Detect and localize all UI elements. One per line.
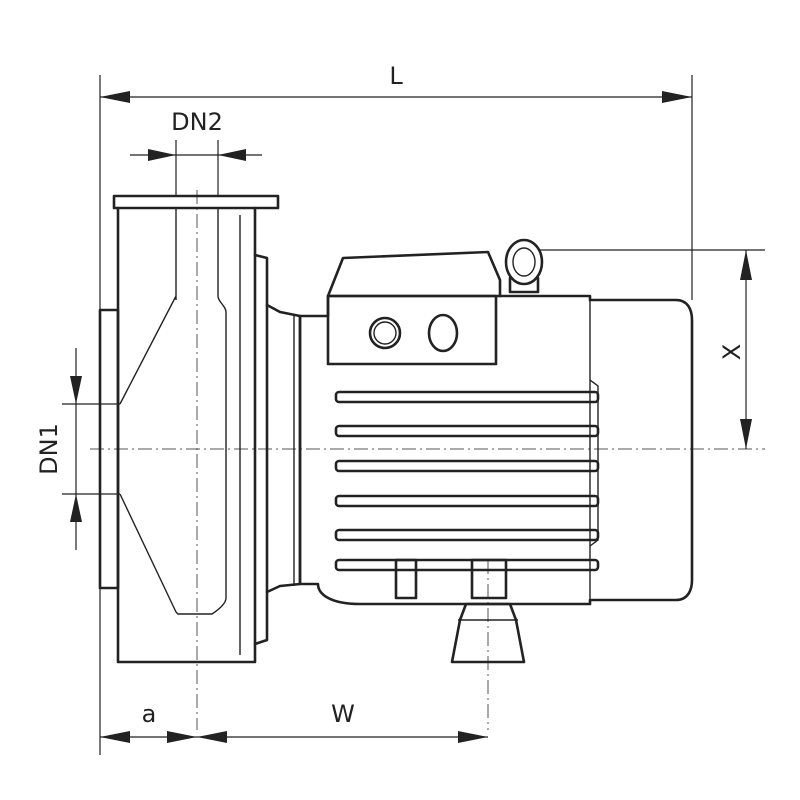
volute-body — [116, 206, 257, 664]
dim-label-length: L — [389, 62, 403, 90]
arrow-w-left-icon — [197, 731, 227, 743]
cooling-fin — [334, 390, 600, 404]
terminal-box-base — [326, 294, 498, 366]
dim-label-a: a — [142, 700, 157, 728]
dim-label-dn1: DN1 — [35, 423, 63, 475]
cooling-fin — [334, 494, 600, 508]
motor — [298, 238, 694, 664]
dim-label-dn2: DN2 — [171, 108, 223, 136]
motor-body — [298, 294, 694, 606]
arrow-x-top-icon — [740, 250, 752, 280]
cooling-fin — [334, 424, 600, 438]
arrow-dn2-right-icon — [218, 149, 246, 161]
cooling-fins — [334, 390, 600, 572]
adapter-flange — [253, 253, 269, 646]
arrow-x-bottom-icon — [740, 419, 752, 449]
cooling-fin — [334, 558, 600, 572]
arrow-dn1-top-icon — [70, 376, 82, 404]
dim-label-x: X — [718, 344, 746, 360]
arrow-left-icon — [100, 91, 130, 103]
cable-gland-knurl-ring-icon — [373, 321, 397, 345]
dimensions: L DN2 DN1 X a W — [35, 62, 765, 755]
lifting-eye-icon — [504, 238, 544, 294]
pump-casing — [98, 194, 302, 664]
outlet-flange — [112, 194, 280, 210]
foot-block-right — [470, 558, 508, 600]
cable-gland-icon — [427, 313, 459, 353]
dim-label-w: W — [331, 700, 355, 728]
foot-block-left — [394, 558, 418, 600]
arrow-right-icon — [662, 91, 692, 103]
arrow-a-left-icon — [100, 731, 130, 743]
cooling-fin — [334, 528, 600, 542]
impeller-cavity — [119, 295, 227, 615]
arrow-dn2-left-icon — [148, 149, 176, 161]
cooling-fin — [334, 459, 600, 473]
cable-gland-knurled-icon — [368, 316, 402, 350]
arrow-a-right-icon — [167, 731, 197, 743]
terminal-box — [326, 250, 502, 298]
arrow-dn1-bottom-icon — [70, 494, 82, 522]
arrow-w-right-icon — [458, 731, 488, 743]
fin-rib — [589, 379, 599, 547]
motor-foot — [394, 558, 526, 664]
centerlines — [90, 190, 765, 730]
